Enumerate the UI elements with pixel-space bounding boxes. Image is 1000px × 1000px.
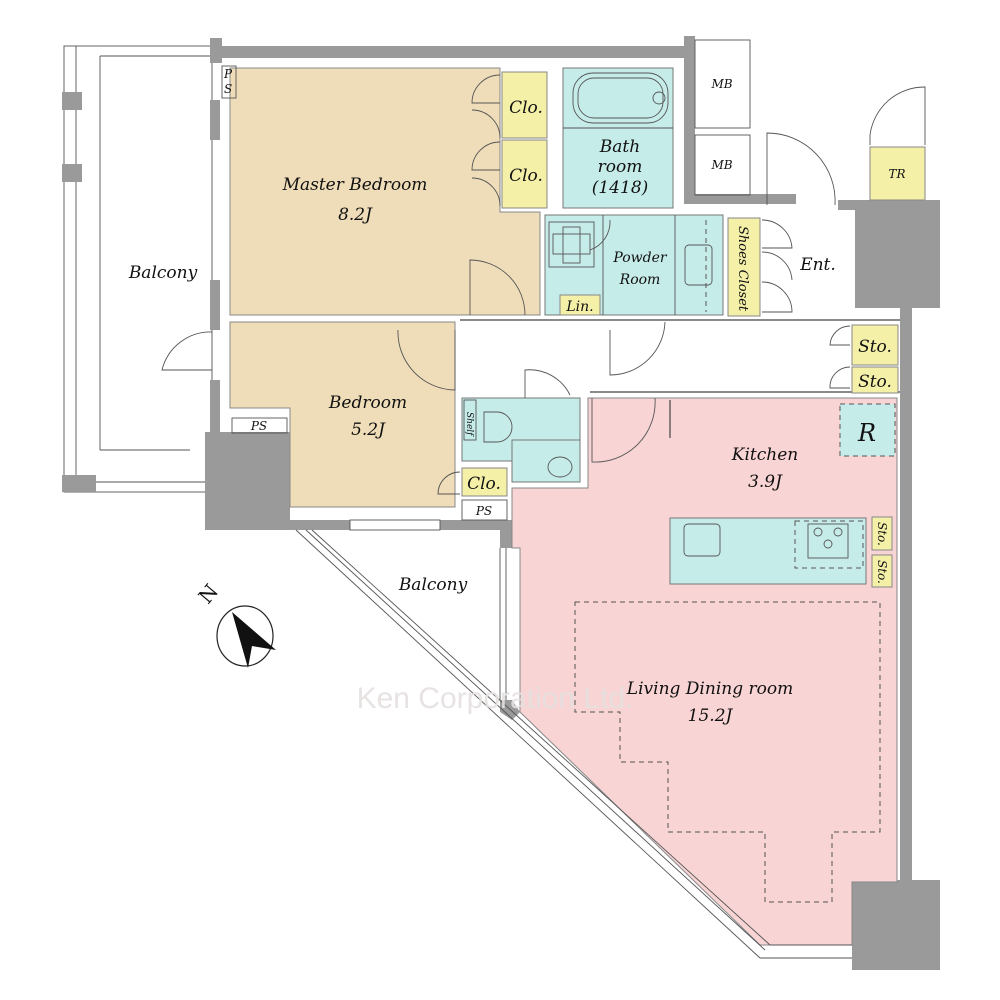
storage-2[interactable] — [851, 366, 899, 394]
bathroom-line2: room — [598, 157, 643, 177]
refrigerator-space — [839, 403, 896, 457]
kitchen-size: 3.9J — [748, 472, 783, 492]
linen-closet[interactable] — [559, 294, 601, 316]
shoes-closet-label: Shoes Closet — [735, 226, 750, 312]
door-bedroom[interactable] — [397, 329, 456, 391]
powder-room-line2: Room — [619, 272, 661, 288]
balcony-west — [62, 45, 213, 493]
entrance-label: Ent. — [799, 255, 836, 275]
bedroom-area — [229, 321, 456, 508]
kitchen-name: Kitchen — [731, 445, 798, 465]
bathtub-icon — [572, 72, 669, 124]
door-living[interactable] — [591, 397, 656, 463]
door-balcony-west[interactable] — [161, 331, 213, 371]
living-dining-name: Living Dining room — [626, 679, 793, 699]
bedroom-closet-label: Clo. — [467, 474, 501, 494]
trunk-room[interactable] — [869, 146, 926, 201]
meter-box-1: MB — [710, 77, 732, 91]
closet-1-label: Clo. — [509, 98, 543, 118]
pipe-space-p: P — [223, 67, 233, 81]
pipe-space-1: PS — [250, 419, 267, 433]
balcony-south — [295, 529, 852, 959]
pipe-space-2: PS — [475, 504, 492, 518]
shelf-label: Shelf — [464, 412, 474, 437]
bedroom-closet[interactable] — [461, 467, 508, 497]
pipe-space-s: S — [224, 82, 232, 96]
master-bedroom-name: Master Bedroom — [282, 175, 428, 195]
meter-box-2: MB — [710, 158, 732, 172]
sink-icon — [684, 244, 713, 286]
refrigerator-label: R — [857, 419, 876, 447]
shoes-closet[interactable] — [727, 217, 761, 317]
kitchen-island — [669, 517, 867, 585]
entrance-door[interactable] — [766, 132, 836, 206]
bathroom-area — [562, 67, 674, 209]
trunk-room-label: TR — [888, 167, 905, 181]
north-arrow-icon: N — [193, 579, 276, 668]
bedroom-size: 5.2J — [351, 420, 386, 440]
storage-1[interactable] — [851, 324, 899, 366]
balcony-west-label: Balcony — [128, 263, 198, 283]
linen-label: Lin. — [565, 299, 593, 315]
kitchen-storage-1[interactable] — [871, 516, 893, 551]
kitchen-storage-1-label: Sto. — [875, 522, 889, 546]
master-bedroom-size: 8.2J — [338, 205, 373, 225]
storage-2-label: Sto. — [858, 372, 892, 392]
toilet-icon — [483, 411, 513, 443]
compass-n: N — [193, 579, 223, 608]
bathroom-line3: (1418) — [592, 178, 649, 198]
door-master-bedroom[interactable] — [469, 259, 526, 316]
kitchen-storage-2-label: Sto. — [875, 560, 889, 584]
rug-outline — [574, 601, 881, 903]
closet-2[interactable] — [501, 139, 548, 209]
balcony-south-label: Balcony — [398, 575, 468, 595]
closet-2-label: Clo. — [509, 166, 543, 186]
master-bedroom-area — [229, 67, 541, 316]
closet-1[interactable] — [501, 71, 548, 139]
kitchen-sink-icon — [683, 523, 721, 557]
walls — [205, 36, 940, 970]
powder-room-line1: Powder — [612, 250, 668, 266]
washer-icon — [548, 221, 595, 268]
bathroom-line1: Bath — [599, 137, 640, 157]
bedroom-name: Bedroom — [328, 393, 407, 413]
storage-1-label: Sto. — [858, 337, 892, 357]
stove-icon — [807, 523, 849, 559]
kitchen-storage-2[interactable] — [871, 554, 893, 588]
watermark: Ken Corporation Ltd. — [357, 682, 634, 715]
living-dining-size: 15.2J — [688, 706, 734, 726]
